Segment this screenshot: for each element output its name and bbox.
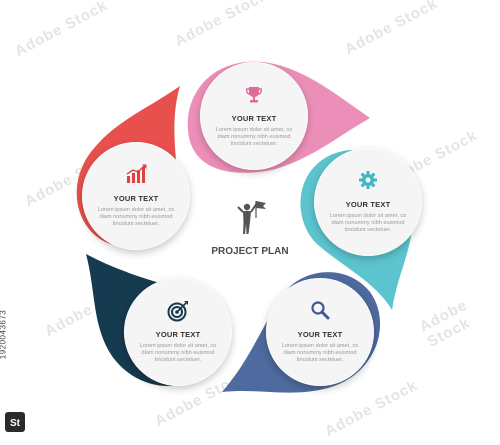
segment-body: Lorem ipsum dolor sit amet, co diam nonu… — [329, 213, 407, 234]
center-title: PROJECT PLAN — [211, 246, 289, 257]
segment-card-bottom-left: YOUR TEXT Lorem ipsum dolor sit amet, co… — [124, 278, 232, 386]
segment-title: YOUR TEXT — [155, 330, 201, 339]
segment-body: Lorem ipsum dolor sit amet, co diam nonu… — [97, 207, 175, 228]
target-icon — [124, 300, 232, 322]
segment-card-bottom-right: YOUR TEXT Lorem ipsum dolor sit amet, co… — [266, 278, 374, 386]
segment-body: Lorem ipsum dolor sit amet, co diam nonu… — [215, 127, 293, 148]
segment-title: YOUR TEXT — [113, 194, 159, 203]
segment-card-top: YOUR TEXT Lorem ipsum dolor sit amet, co… — [200, 62, 308, 170]
stock-id-stamp: 1920043673 — [0, 309, 8, 360]
segment-body: Lorem ipsum dolor sit amet, co diam nonu… — [139, 343, 217, 364]
trophy-icon — [200, 84, 308, 106]
svg-text:St: St — [10, 418, 21, 429]
search-icon — [266, 300, 374, 322]
segment-title: YOUR TEXT — [345, 200, 391, 209]
segment-body: Lorem ipsum dolor sit amet, co diam nonu… — [281, 343, 359, 364]
person-flag-icon — [237, 201, 266, 234]
stock-logo: St — [4, 411, 26, 438]
segment-card-left: YOUR TEXT Lorem ipsum dolor sit amet, co… — [82, 142, 190, 250]
growth-chart-icon — [82, 164, 190, 186]
segment-title: YOUR TEXT — [231, 114, 277, 123]
segment-card-right: YOUR TEXT Lorem ipsum dolor sit amet, co… — [314, 148, 422, 256]
segment-title: YOUR TEXT — [297, 330, 343, 339]
gear-icon — [314, 170, 422, 192]
